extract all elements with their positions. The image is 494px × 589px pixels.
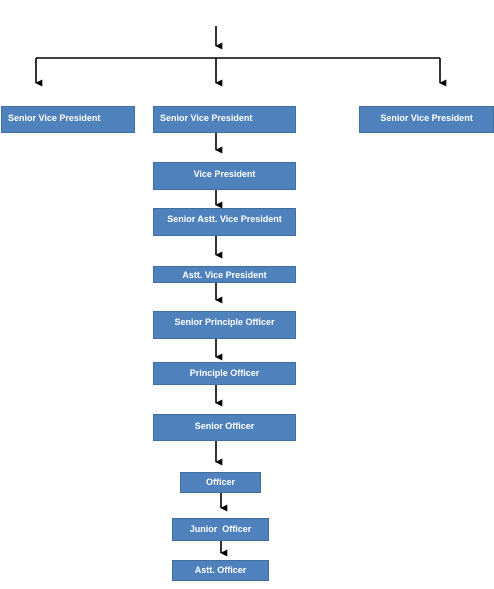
node-senior-vice-president-right: Senior Vice President [359,106,494,133]
node-label: Officer [205,477,235,487]
node-astt-officer: Astt. Officer [172,560,269,581]
node-label: Principle Officer [189,368,260,378]
node-senior-vice-president-left: Senior Vice President [1,106,135,133]
node-senior-vice-president-center: Senior Vice President [153,106,296,133]
node-label: Junior Officer [189,524,252,534]
node-label: Senior Principle Officer [174,317,275,327]
node-label: Senior Vice President [160,113,253,123]
node-junior-officer: Junior Officer [172,518,269,541]
node-vice-president: Vice President [153,162,296,190]
node-label: Astt. Vice President [182,270,267,280]
node-label: Senior Officer [194,421,255,431]
node-label: Senior Vice President [8,113,101,123]
node-label: Astt. Officer [194,565,247,575]
node-officer: Officer [180,472,261,493]
node-label: Senior Vice President [380,113,473,123]
node-senior-astt-vice-president: Senior Astt. Vice President [153,208,296,236]
node-senior-officer: Senior Officer [153,414,296,441]
node-senior-principle-officer: Senior Principle Officer [153,311,296,339]
node-principle-officer: Principle Officer [153,362,296,385]
node-label: Senior Astt. Vice President [167,214,282,224]
node-astt-vice-president: Astt. Vice President [153,266,296,283]
node-label: Vice President [193,169,256,179]
